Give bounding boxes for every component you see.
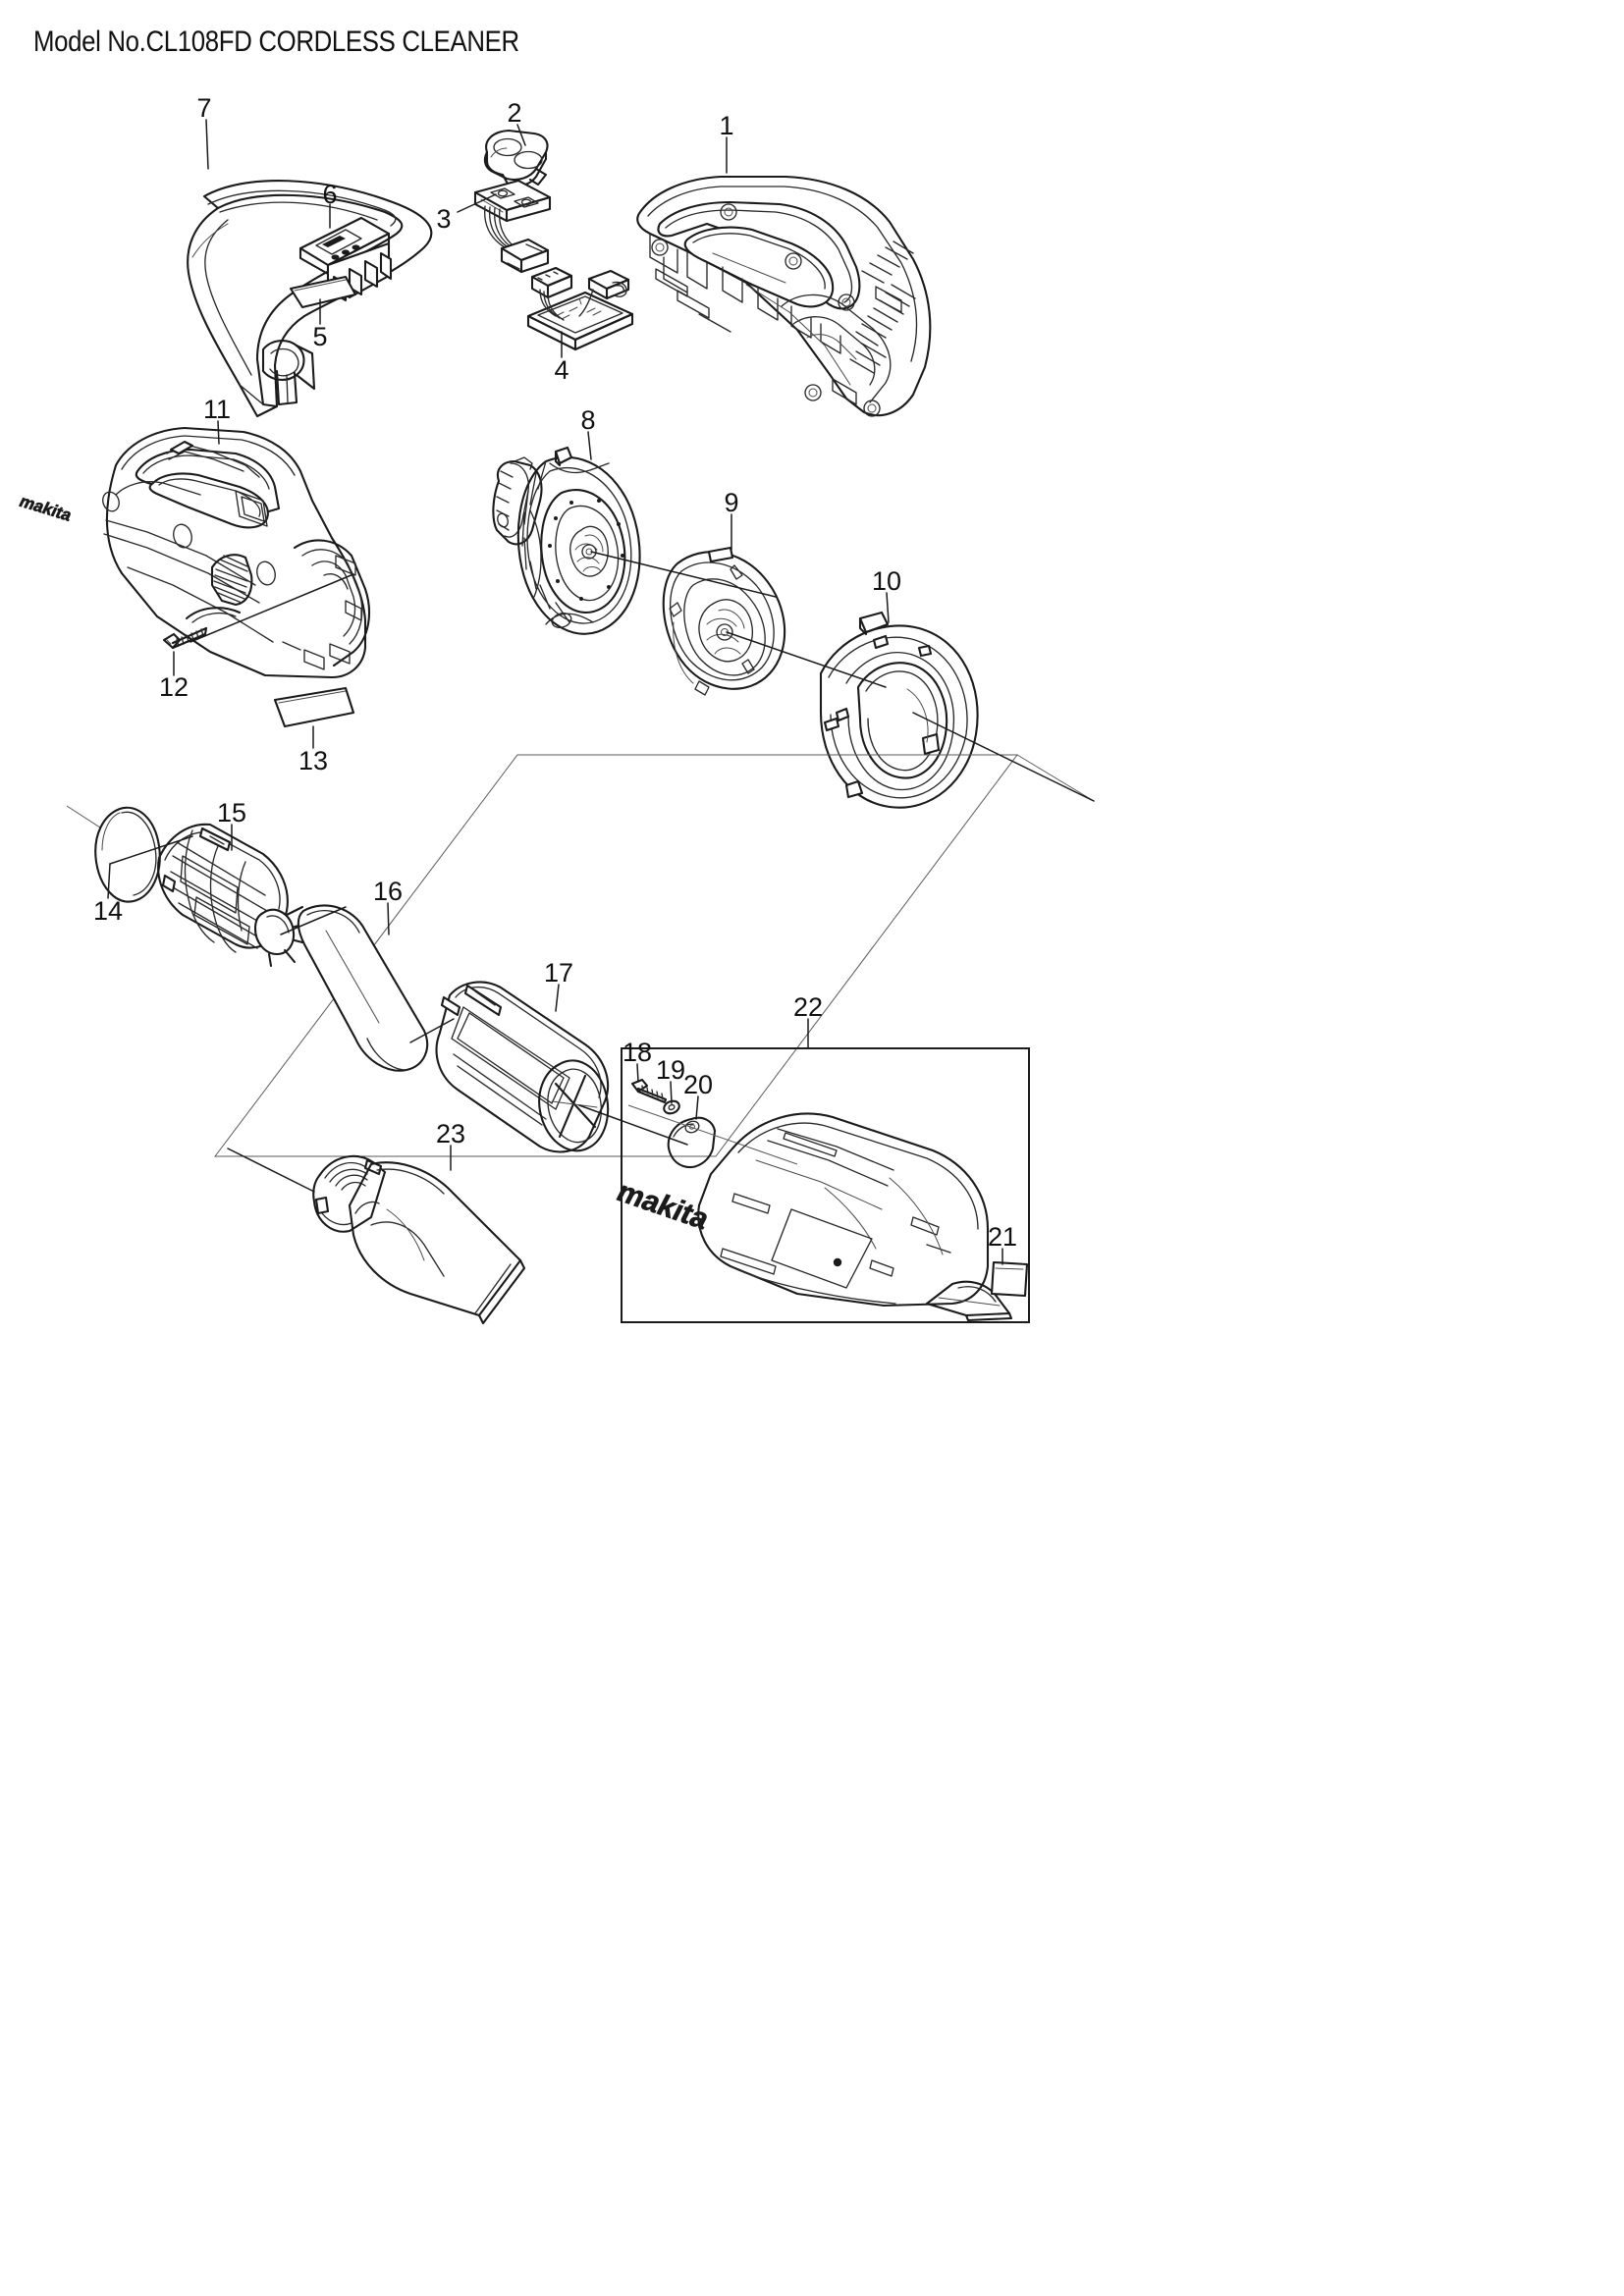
part-1-housing-half-shell [636,175,932,417]
part-5-insulation-plate [289,275,357,309]
callout-number-10: 10 [872,566,901,596]
part-21-warning-label [990,1260,1029,1298]
callout-number-5: 5 [312,322,327,351]
part-9-fan-cover [662,546,786,696]
part-22-dust-case-assembly-group: makita [611,1047,1030,1323]
callout-number-7: 7 [196,93,211,123]
callout-number-2: 2 [507,98,521,128]
callout-numbers: 1 2 3 4 5 6 7 8 9 10 11 12 13 14 15 16 1… [93,93,1017,1252]
part-14-filter-end-disc [94,806,161,903]
part-18-pan-head-screw [630,1078,668,1104]
callout-number-23: 23 [436,1119,465,1148]
callout-number-15: 15 [217,798,246,828]
callout-number-19: 19 [656,1055,685,1085]
part-15-filter-cage-frame [157,823,314,968]
part-2-switch-button-cap [483,129,549,188]
dust-case-brand-wordmark: makita [611,1176,715,1236]
page-title: Model No.CL108FD CORDLESS CLEANER [33,26,519,58]
part-10-retaining-ring-collar [819,611,979,809]
callout-number-17: 17 [544,958,573,988]
part-12-tapping-screw [162,626,208,650]
part-13-caution-label [273,686,355,728]
part-20-latch-tab [667,1116,717,1168]
svg-text:makita: makita [612,1176,715,1236]
callout-number-21: 21 [988,1222,1017,1252]
callout-number-9: 9 [724,488,738,517]
callout-number-6: 6 [322,180,337,209]
callout-number-11: 11 [203,395,231,424]
svg-text:makita: makita [16,492,75,524]
callout-number-20: 20 [683,1070,713,1099]
callout-number-16: 16 [373,877,403,906]
callout-number-4: 4 [554,355,568,385]
callout-number-18: 18 [623,1038,652,1067]
callout-number-13: 13 [298,746,328,775]
callout-number-22: 22 [793,992,823,1022]
part-4-controller-board [526,266,634,351]
part-23-crevice-nozzle [312,1154,526,1325]
part-8-motor-fan-assembly [492,446,641,635]
callout-number-14: 14 [93,896,123,926]
part-19-flat-washer [663,1099,680,1115]
body-brand-wordmark: makita [16,492,76,525]
dust-case-group-box [621,1047,1030,1323]
callout-number-1: 1 [719,111,733,140]
dust-case-body: makita [611,1112,1013,1322]
part-3-switch-board-with-cable [473,179,552,274]
part-16-cone-filter [297,904,429,1072]
leader-lines [107,119,1095,1265]
callout-number-12: 12 [159,672,189,702]
callout-number-8: 8 [580,405,595,435]
part-17-filter-cylinder-cage [435,981,610,1153]
callout-number-3: 3 [436,204,451,234]
part-7-hook-hanger-bracket [187,180,433,418]
